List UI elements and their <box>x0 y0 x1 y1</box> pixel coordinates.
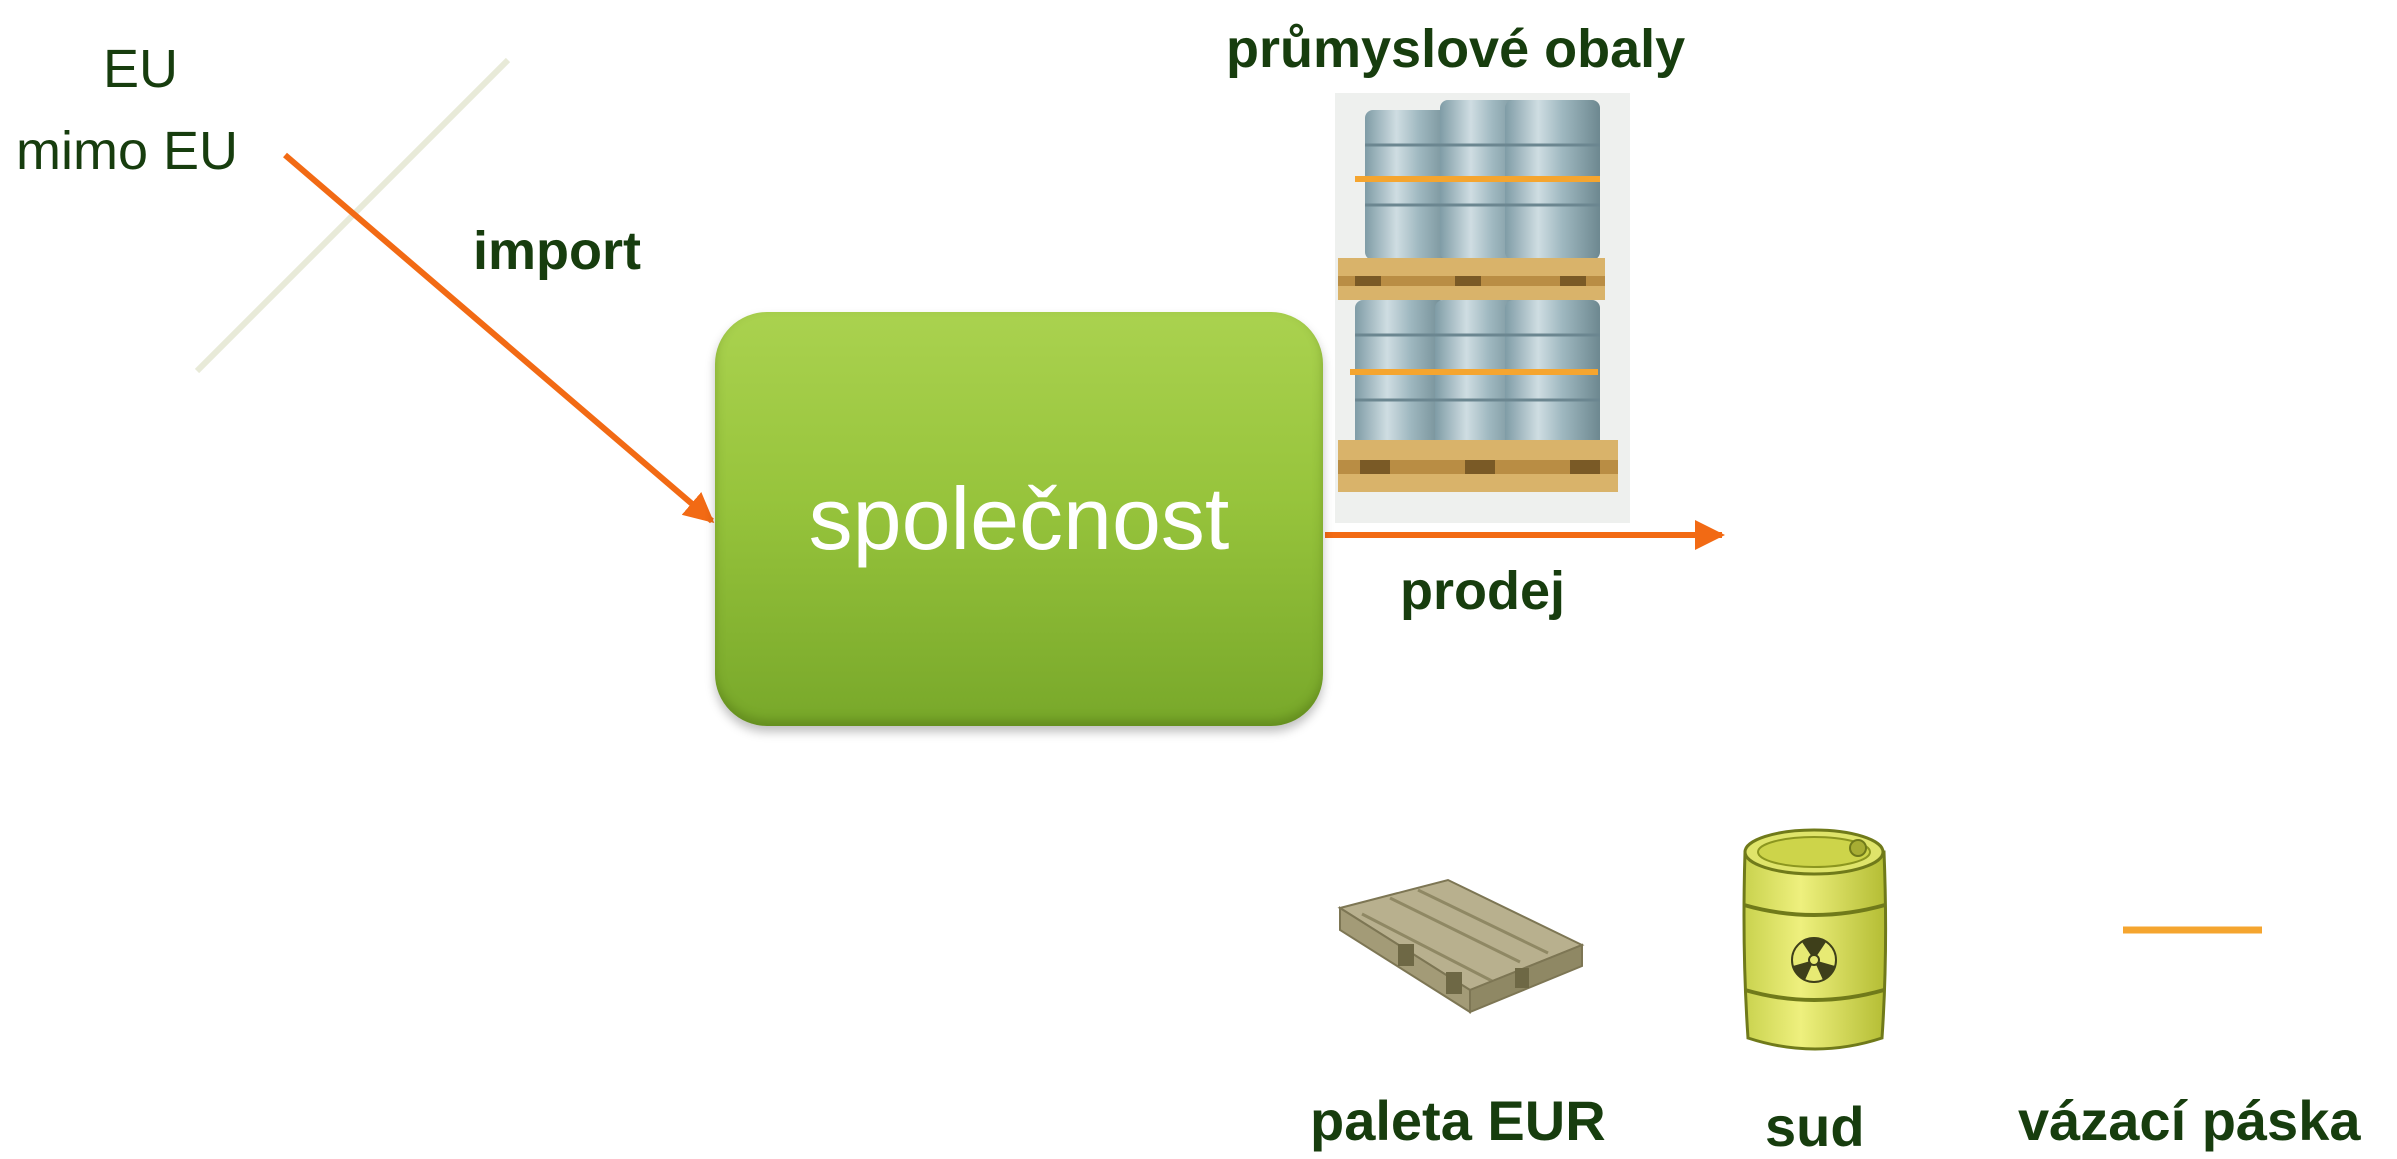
company-box: společnost <box>715 312 1323 726</box>
legend-label-strap: vázací páska <box>2018 1089 2361 1152</box>
legend-label-barrel: sud <box>1765 1095 1865 1158</box>
barrel-icon <box>1742 828 1888 1051</box>
eu-label: EU <box>103 39 179 99</box>
sale-label: prodej <box>1400 561 1566 621</box>
pallet-icon <box>1337 878 1585 1014</box>
legend-label-pallet: paleta EUR <box>1310 1089 1606 1152</box>
packaging-title: průmyslové obaly <box>1226 19 1686 79</box>
import-arrow <box>283 152 715 524</box>
non-eu-label: mimo EU <box>16 121 239 181</box>
company-label: společnost <box>808 469 1230 568</box>
industrial-packaging-image <box>1335 93 1630 523</box>
import-label: import <box>473 221 641 281</box>
